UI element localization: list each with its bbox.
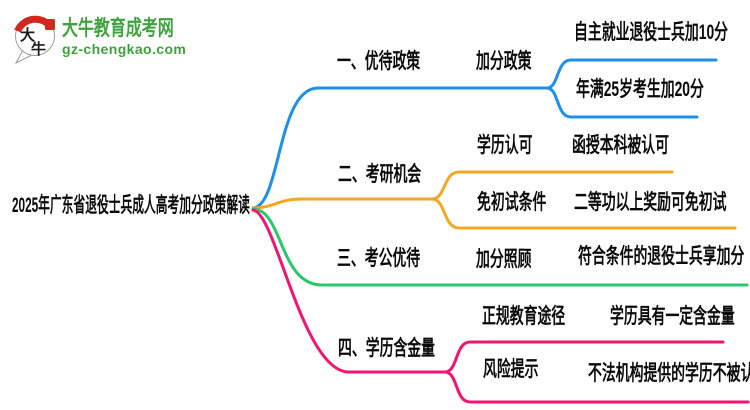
branch-1-leaf-2: 年满25岁考生加20分	[576, 78, 704, 101]
seal-icon	[45, 19, 55, 30]
branch-2-sub-2-label: 免初试条件	[477, 191, 547, 214]
icon-char-top: 大	[20, 26, 35, 44]
branch-1-sub-label: 加分政策	[476, 50, 532, 73]
branch-2-fork-bottom-line	[430, 197, 737, 230]
branch-4-fork-bottom-line	[443, 370, 750, 404]
branch-1-line	[251, 86, 549, 210]
branch-2-leaf-1: 函授本科被认可	[572, 134, 670, 157]
brand-name: 大牛教育成考网	[62, 17, 174, 40]
branch-2-sub-1-label: 学历认可	[477, 134, 533, 157]
branch-1-fork-bottom-line	[545, 86, 699, 119]
branch-2-leaf-2: 二等功以上奖励可免初试	[574, 191, 727, 214]
branch-2-line	[251, 197, 434, 210]
branch-4-line	[251, 208, 447, 374]
branch-4-leaf-1: 学历具有一定含金量	[610, 305, 735, 328]
branch-3-sub-label: 加分照顾	[476, 248, 532, 271]
root-topic: 2025年广东省退役士兵成人高考加分政策解读	[12, 194, 250, 217]
branch-2-fork-top-line	[430, 170, 674, 201]
branch-4-sub-2-label: 风险提示	[483, 358, 539, 381]
branch-4-fork-top-line	[443, 340, 725, 374]
branch-3-leaf-1: 符合条件的退役士兵享加分	[578, 245, 745, 268]
icon-char-bottom: 牛	[31, 40, 46, 58]
branch-4-label: 四、学历含金量	[338, 337, 436, 360]
branch-4-leaf-2: 不法机构提供的学历不被认可	[588, 362, 750, 385]
branch-2-label: 二、考研机会	[338, 163, 422, 186]
branch-1-label: 一、优待政策	[337, 50, 421, 73]
branch-3-line	[251, 207, 749, 287]
brand-domain: gz-chengkao.com	[62, 41, 187, 57]
branch-1-fork-top-line	[545, 58, 718, 90]
branch-1-leaf-1: 自主就业退役士兵加10分	[574, 21, 729, 44]
branch-3-label: 三、考公优待	[337, 247, 421, 270]
branch-4-sub-1-label: 正规教育途径	[482, 305, 566, 328]
logo-bubble-icon: 大 牛	[14, 15, 55, 65]
